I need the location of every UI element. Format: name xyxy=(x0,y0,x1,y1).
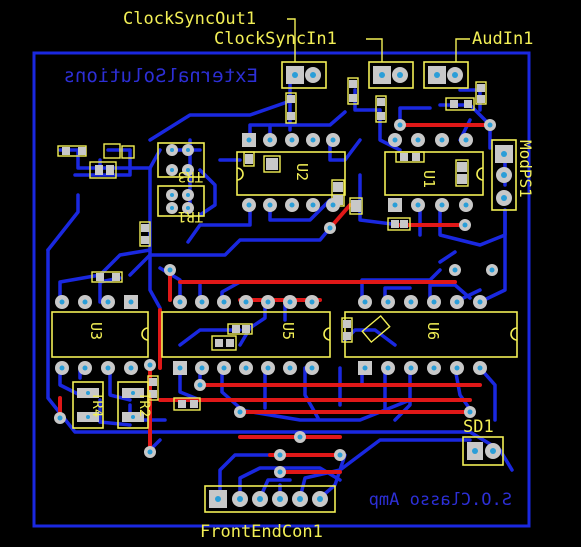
label-sd: SD1 xyxy=(463,417,494,437)
label-front-end-con: FrontEndCon1 xyxy=(200,522,323,542)
label-aud-in: AudIn1 xyxy=(472,29,533,49)
label-u6: U6 xyxy=(424,322,442,340)
label-u1: U1 xyxy=(420,170,438,188)
drill-holes xyxy=(59,72,507,502)
label-u2: U2 xyxy=(293,163,311,181)
label-u3: U3 xyxy=(87,322,105,340)
vias xyxy=(54,119,498,478)
product-text-mirrored: S.O.Classo Amp xyxy=(369,490,512,510)
label-tr4: TR4 xyxy=(89,392,105,417)
label-mod-ps: ModPS1 xyxy=(516,140,535,198)
silkscreen-outlines xyxy=(51,61,518,513)
company-text-mirrored: ExternalSolutions xyxy=(64,65,258,87)
label-u5: U5 xyxy=(279,322,297,340)
label-clock-sync-out: ClockSyncOut1 xyxy=(123,9,256,29)
board-outline xyxy=(32,51,531,528)
label-tr1: TR1 xyxy=(178,208,203,224)
label-tr2: TR2 xyxy=(136,392,152,417)
passive-components xyxy=(57,77,487,411)
label-clock-sync-in: ClockSyncIn1 xyxy=(214,29,337,49)
label-tr3: TR3 xyxy=(178,168,203,184)
label-leaders xyxy=(287,18,470,62)
